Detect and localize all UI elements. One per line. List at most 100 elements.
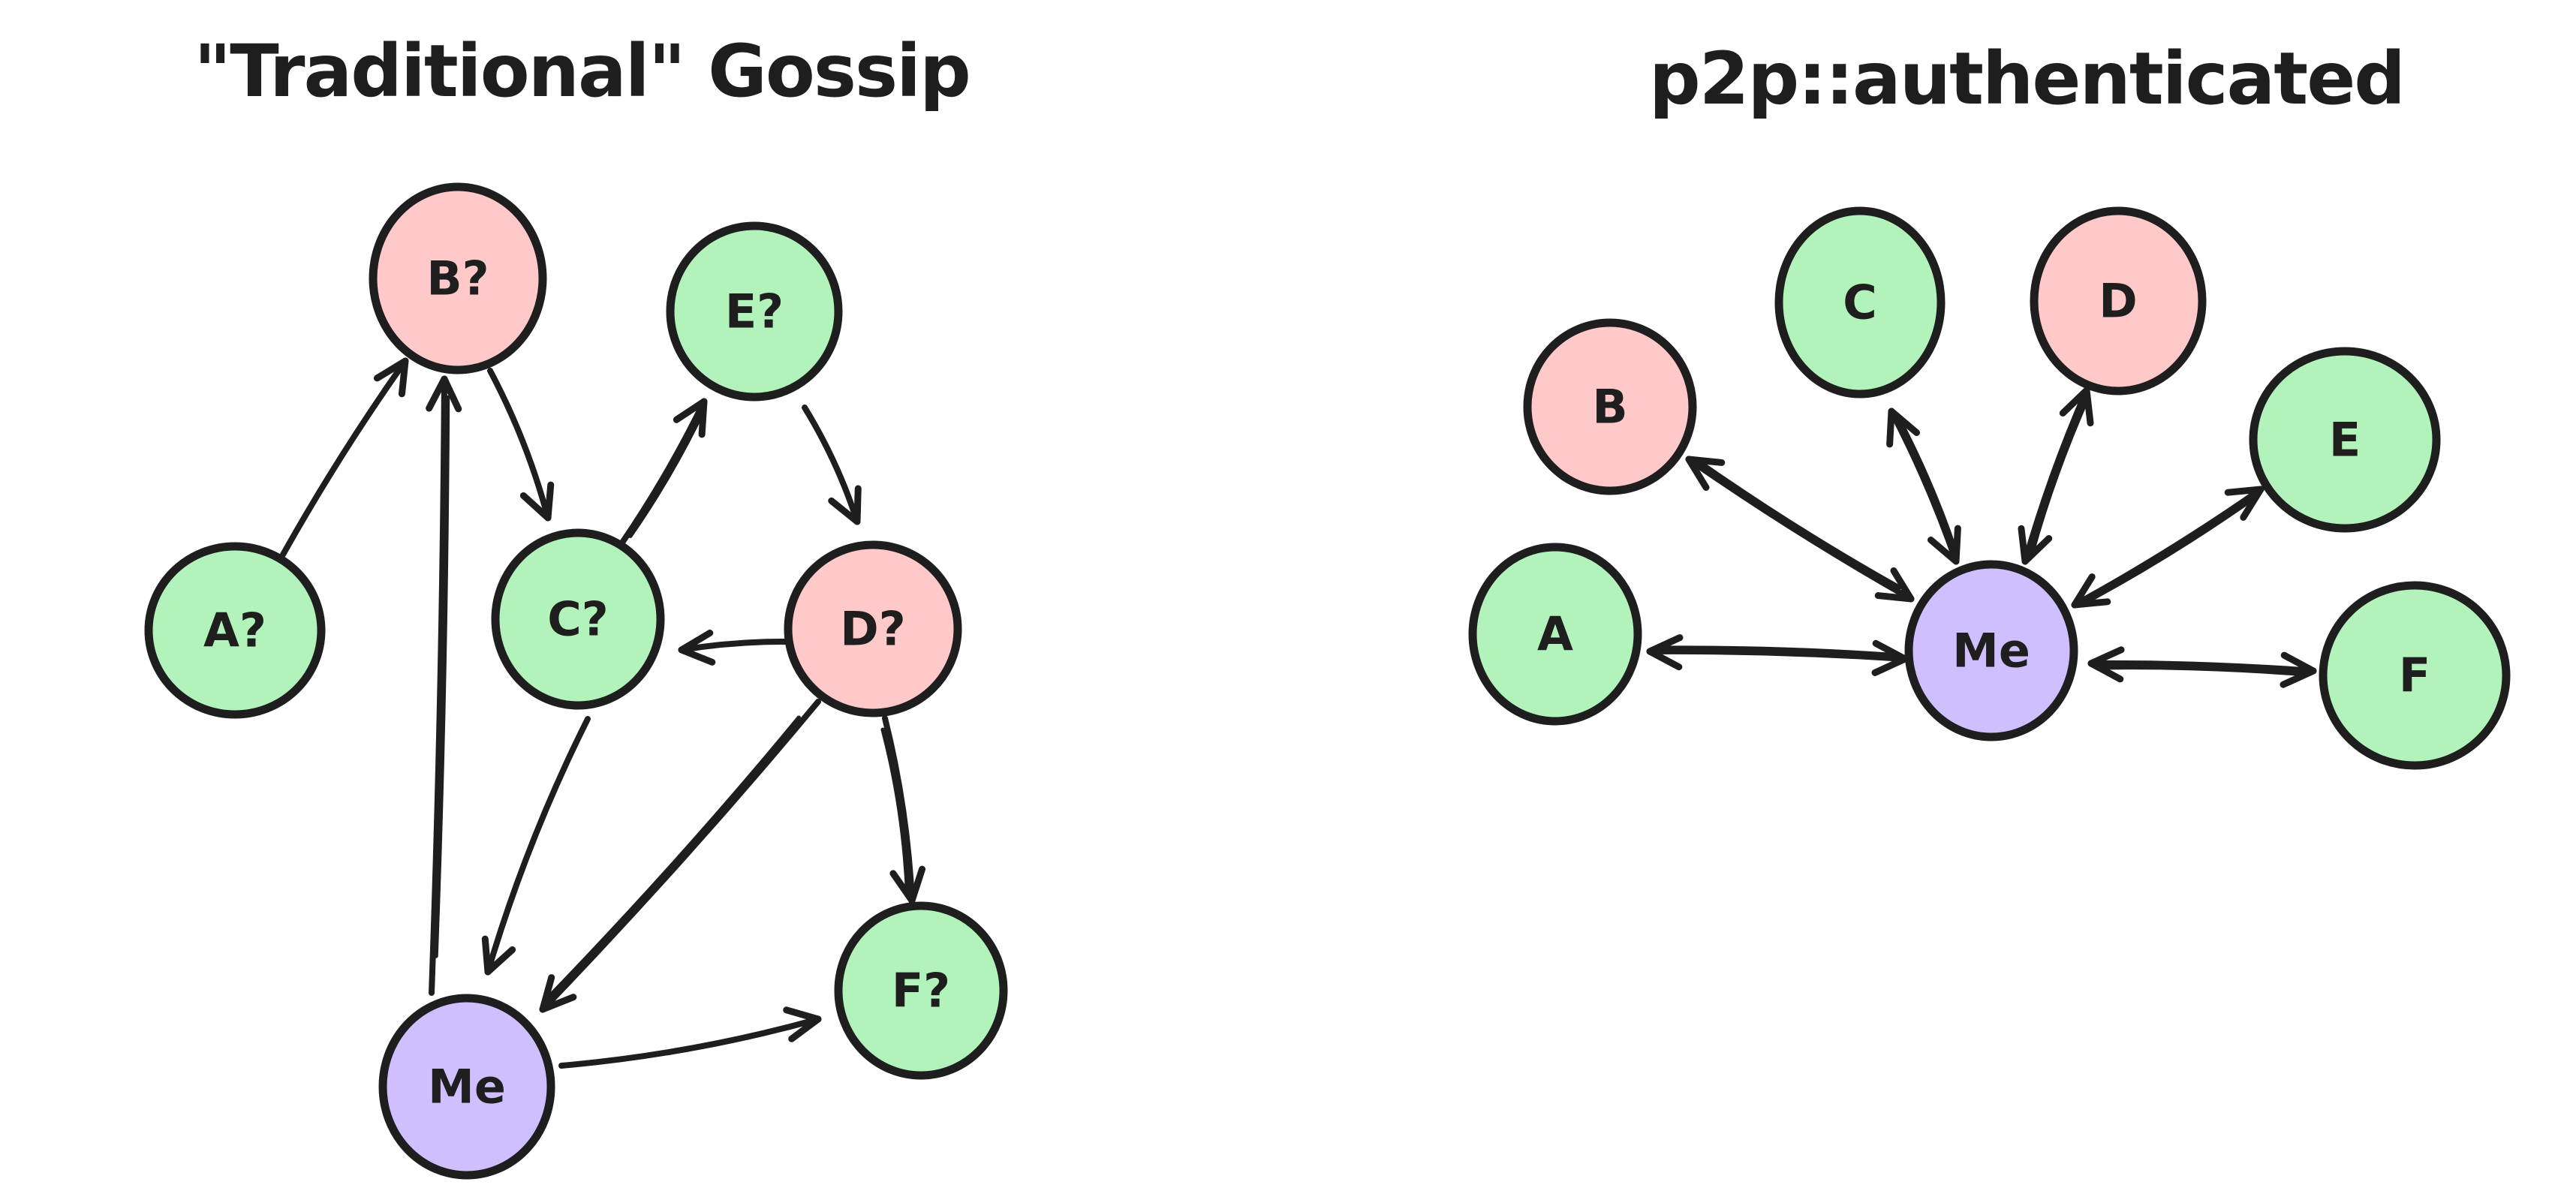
arrowhead: [1685, 456, 1710, 492]
arrowhead: [2280, 651, 2317, 675]
arrowhead: [889, 870, 916, 904]
arrow-shaft: [429, 376, 447, 996]
node-traditional-gossip-C: C?: [491, 528, 665, 710]
node-A-circle: [144, 542, 326, 719]
arrowhead: [853, 485, 862, 525]
node-D-circle: [784, 540, 962, 717]
arrow-shaft: [540, 699, 821, 1012]
arrow-shaft-second-pass: [546, 715, 801, 1000]
arrowhead: [828, 497, 861, 525]
arrowhead: [783, 1006, 822, 1023]
arrowhead: [484, 946, 516, 976]
node-traditional-gossip-A: A?: [144, 542, 326, 719]
arrowhead: [539, 994, 577, 1013]
node-Me-label: Me: [1952, 624, 2030, 678]
arrowhead: [1874, 592, 1915, 603]
arrowhead: [2087, 660, 2124, 683]
arrow-D-to-F: [880, 715, 926, 904]
arrowhead: [2021, 535, 2053, 565]
arrowhead: [1646, 648, 1683, 671]
arrow-shaft: [1686, 456, 1914, 602]
diagram-p2p-authenticated: B C D E A Me F: [1468, 206, 2511, 770]
arrowhead: [1872, 639, 1909, 663]
arrowhead: [2059, 386, 2090, 417]
arrow-Me-to-B: [426, 375, 462, 996]
arrow-Me-to-E-bidirectional: [2071, 486, 2265, 609]
node-F-label: F: [2399, 648, 2430, 703]
node-p2p-authenticated-B: B: [1523, 318, 1697, 495]
arrowhead: [1871, 655, 1909, 676]
arrowhead: [1888, 408, 1921, 437]
arrow-shaft-second-pass: [2030, 394, 2090, 555]
arrowhead: [373, 357, 409, 382]
arrowhead: [398, 357, 409, 398]
arrowhead: [1927, 536, 1960, 565]
arrowhead: [2083, 386, 2094, 427]
arrow-shaft-second-pass: [2085, 494, 2259, 603]
arrowhead: [539, 974, 555, 1013]
arrowhead: [1890, 567, 1915, 603]
node-p2p-authenticated-F: F: [2319, 581, 2511, 770]
arrow-B-to-C: [487, 368, 555, 522]
node-E-label: E?: [725, 284, 784, 339]
arrowhead: [1646, 634, 1684, 655]
node-traditional-gossip-E: E?: [666, 221, 843, 402]
diagram-traditional-gossip: B?E?A?C?D?F?Me: [144, 182, 1008, 1180]
node-p2p-authenticated-C: C: [1774, 206, 1946, 399]
arrow-shaft-second-pass: [1655, 645, 1892, 657]
arrow-Me-to-A-bidirectional: [1646, 634, 1909, 676]
node-p2p-authenticated-Me: Me: [1904, 560, 2078, 741]
node-F-circle: [834, 901, 1008, 1080]
arrow-shaft-second-pass: [434, 395, 450, 958]
node-C-label: C: [1843, 275, 1877, 330]
node-p2p-authenticated-E: E: [2249, 347, 2441, 533]
arrowhead: [481, 935, 492, 976]
arrow-shaft: [679, 638, 790, 653]
arrow-shaft-second-pass: [880, 727, 910, 898]
node-B-circle: [369, 182, 547, 374]
arrowhead: [2071, 598, 2111, 609]
node-E-circle: [2249, 347, 2441, 533]
arrow-shaft: [2088, 660, 2316, 674]
arrowhead: [2071, 573, 2096, 609]
node-F-label: F?: [892, 964, 950, 1018]
arrow-shaft-second-pass: [2102, 665, 2309, 677]
arrowhead: [908, 865, 926, 904]
node-Me-circle: [378, 994, 555, 1180]
node-A-label: A?: [203, 603, 266, 658]
node-Me-label: Me: [428, 1060, 506, 1114]
arrowhead: [673, 398, 708, 423]
node-A-circle: [1468, 543, 1642, 726]
node-D-label: D: [2099, 274, 2137, 329]
arrow-shaft: [1888, 408, 1959, 564]
arrowhead: [1685, 456, 1726, 466]
arrow-Me-to-C-bidirectional: [1886, 408, 1961, 565]
arrow-shaft-second-pass: [1894, 412, 1958, 553]
node-D-label: D?: [840, 602, 905, 657]
arrowhead: [2224, 486, 2265, 496]
arrow-Me-to-F-bidirectional: [2087, 646, 2317, 688]
arrow-shaft: [619, 399, 707, 546]
arrow-D-to-Me: [539, 699, 821, 1013]
arrowhead: [678, 629, 714, 654]
node-B-label: B: [1592, 380, 1627, 435]
arrow-shaft: [2072, 486, 2264, 608]
node-traditional-gossip-F: F?: [834, 901, 1008, 1080]
node-A-label: A: [1537, 607, 1573, 662]
diagram-title-p2p-authenticated: p2p::authenticated: [1649, 37, 2404, 121]
arrow-E-to-D: [802, 405, 862, 525]
arrow-shaft: [558, 1016, 821, 1069]
node-F-circle: [2319, 581, 2511, 770]
arrowhead: [788, 1015, 822, 1042]
arrowhead: [2280, 667, 2317, 688]
arrow-C-to-Me: [481, 716, 591, 976]
arrow-Me-to-D-bidirectional: [2018, 386, 2094, 565]
arrow-shaft: [485, 716, 591, 975]
arrow-shaft-second-pass: [1695, 458, 1902, 590]
arrowhead: [426, 375, 448, 412]
arrowhead: [2018, 525, 2029, 565]
node-C-circle: [1774, 206, 1946, 399]
arrow-shaft: [2022, 387, 2090, 564]
arrow-C-to-E: [619, 398, 708, 546]
